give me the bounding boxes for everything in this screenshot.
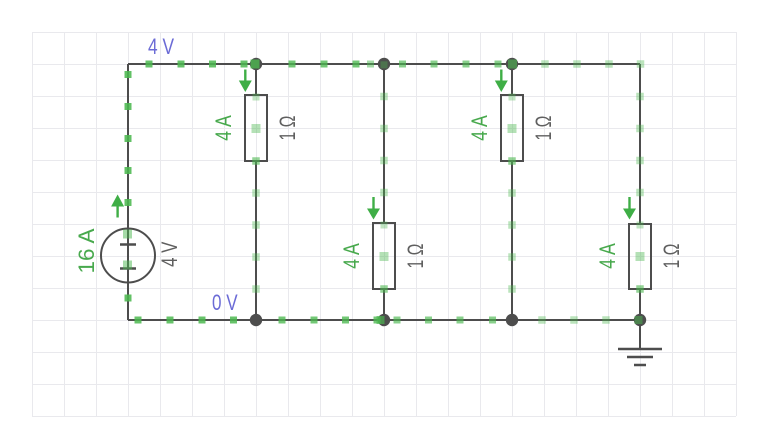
svg-text:0 V: 0 V [212,290,238,315]
svg-text:1 Ω: 1 Ω [531,116,556,141]
svg-text:4 V: 4 V [157,241,182,266]
svg-text:1 Ω: 1 Ω [403,244,428,269]
svg-text:4 A: 4 A [595,243,620,269]
svg-text:16 A: 16 A [74,228,99,273]
svg-text:1 Ω: 1 Ω [659,244,684,269]
svg-text:4 A: 4 A [211,115,236,141]
svg-text:4 V: 4 V [148,34,174,59]
svg-text:4 A: 4 A [339,243,364,269]
svg-text:4 A: 4 A [467,115,492,141]
svg-text:1 Ω: 1 Ω [275,116,300,141]
